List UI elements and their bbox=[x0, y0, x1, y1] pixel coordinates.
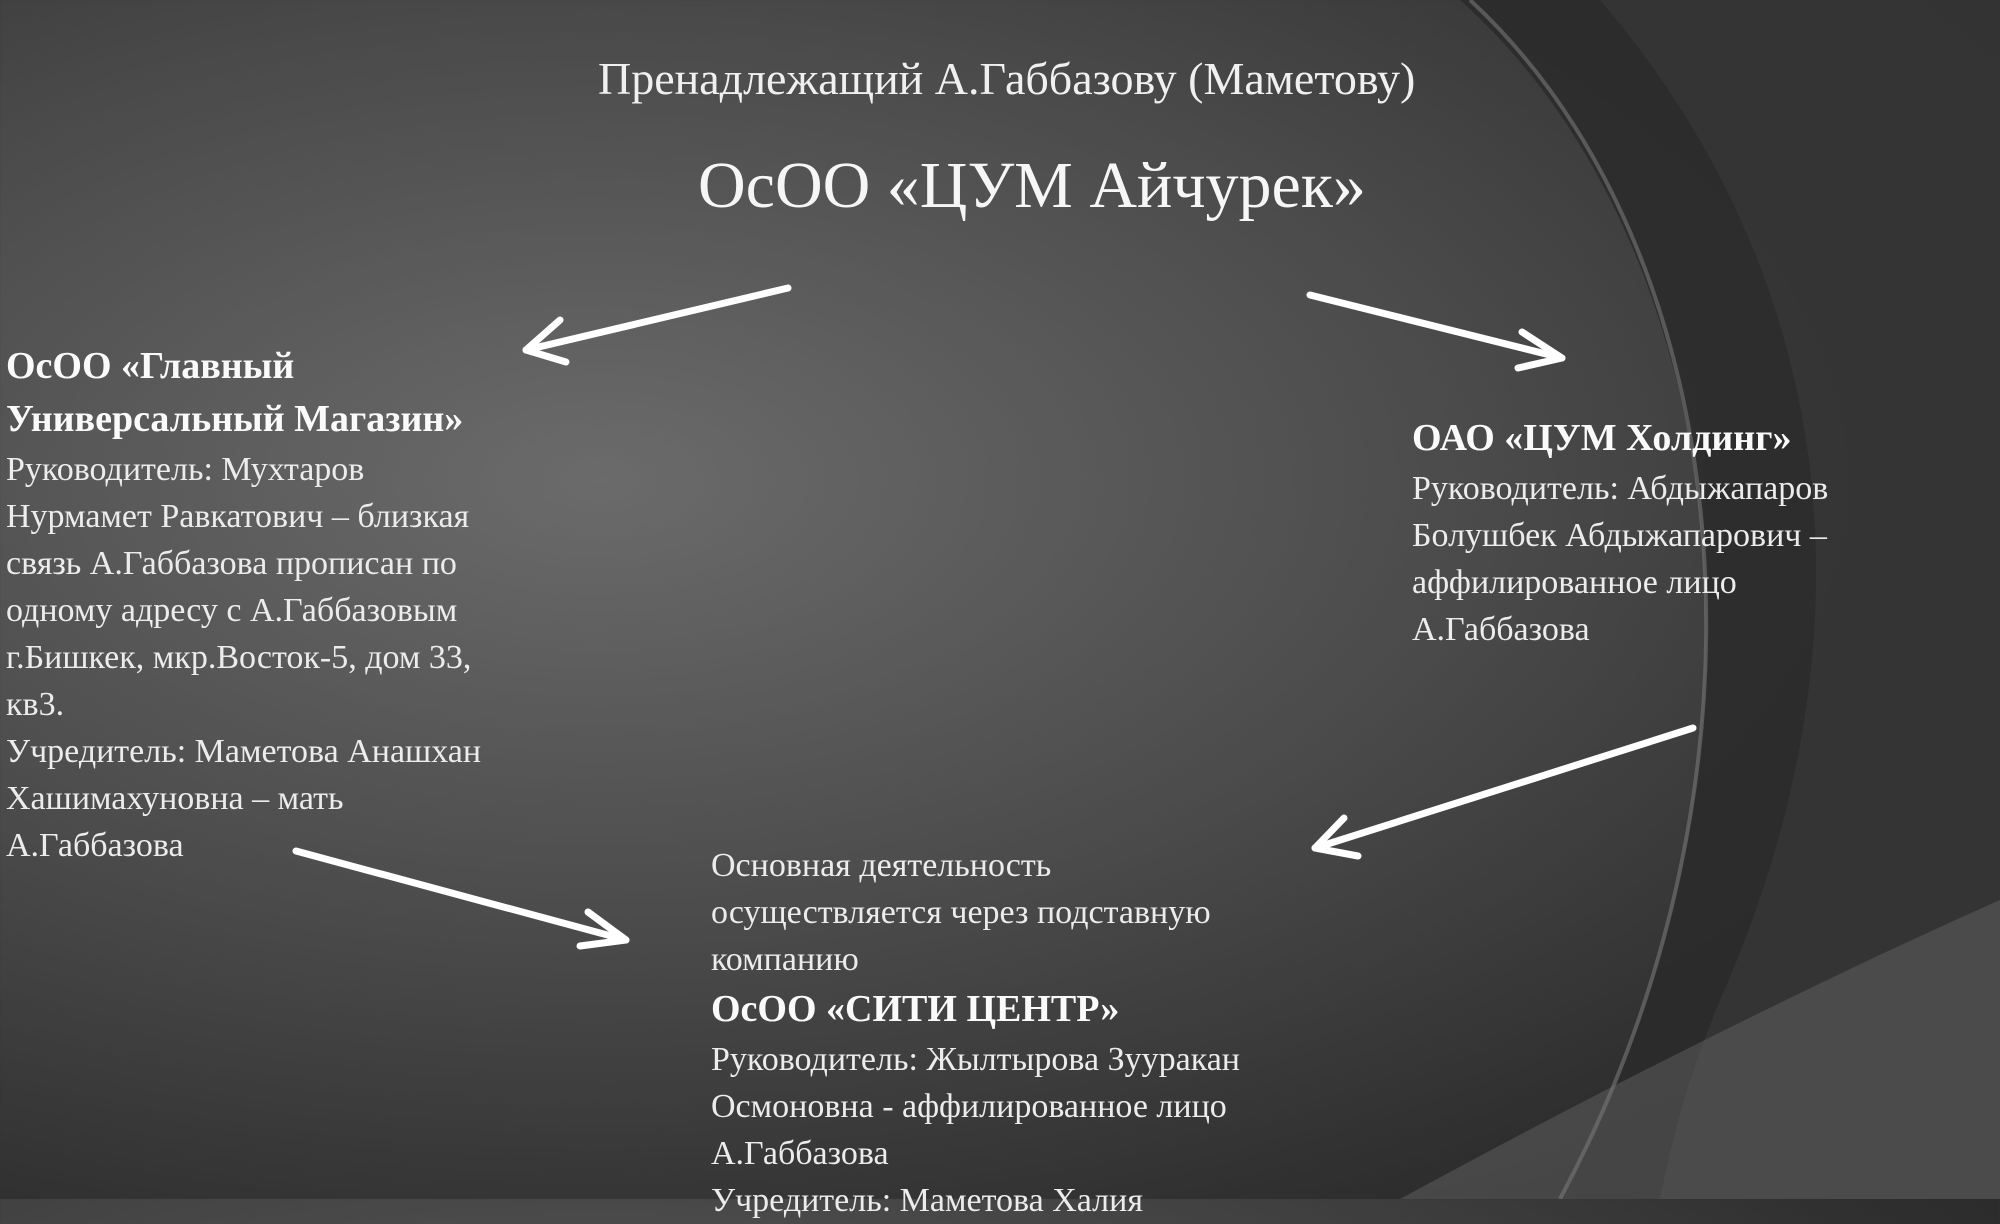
right-line: Болушбек Абдыжапарович – bbox=[1412, 517, 1827, 554]
arrow-left-to-bottom bbox=[292, 847, 630, 950]
left-line: кв3. bbox=[6, 686, 65, 723]
main-company-title: ОсОО «ЦУМ Айчурек» bbox=[698, 149, 1366, 222]
right-line: Руководитель: Абдыжапаров bbox=[1412, 470, 1829, 507]
arrow-main-to-right bbox=[1306, 291, 1566, 372]
left-line: Руководитель: Мухтаров bbox=[6, 451, 365, 488]
owner-line: Пренадлежащий А.Габбазову (Маметову) bbox=[598, 53, 1416, 104]
left-line: одному адресу с А.Габбазовым bbox=[6, 592, 458, 629]
left-line: г.Бишкек, мкр.Восток-5, дом 33, bbox=[6, 639, 472, 676]
background-arcs bbox=[1400, 0, 2000, 1199]
right-line: А.Габбазова bbox=[1412, 611, 1590, 648]
right-company-block: ОАО «ЦУМ Холдинг» Руководитель: Абдыжапа… bbox=[1412, 412, 1828, 653]
bottom-line: А.Габбазова bbox=[711, 1135, 889, 1172]
arrow-right-to-bottom bbox=[1311, 724, 1697, 860]
left-company-title-1: ОсОО «Главный bbox=[6, 345, 295, 387]
bottom-intro-line: Основная деятельность bbox=[711, 847, 1052, 884]
left-line: А.Габбазова bbox=[6, 827, 184, 864]
bottom-intro-line: компанию bbox=[711, 941, 859, 978]
left-line: Учредитель: Маметова Анашхан bbox=[6, 733, 482, 770]
right-company-title: ОАО «ЦУМ Холдинг» bbox=[1412, 417, 1792, 459]
bottom-company-title: ОсОО «СИТИ ЦЕНТР» bbox=[711, 988, 1120, 1030]
bottom-intro-line: осуществляется через подставную bbox=[711, 894, 1211, 931]
left-line: Хашимахуновна – мать bbox=[6, 780, 344, 817]
arrow-main-to-left bbox=[522, 284, 792, 366]
left-line: Нурмамет Равкатович – близкая bbox=[6, 498, 470, 535]
right-line: аффилированное лицо bbox=[1412, 564, 1737, 601]
bottom-line: Руководитель: Жылтырова Зууракан bbox=[711, 1041, 1240, 1078]
bottom-company-block: Основная деятельность осуществляется чер… bbox=[711, 842, 1240, 1224]
bottom-line: Осмоновна - аффилированное лицо bbox=[711, 1088, 1227, 1125]
left-company-title-2: Универсальный Магазин» bbox=[6, 398, 464, 440]
left-company-block: ОсОО «Главный Универсальный Магазин» Рук… bbox=[6, 340, 481, 869]
left-line: связь А.Габбазова прописан по bbox=[6, 545, 457, 582]
connector-arrows bbox=[0, 0, 2000, 1199]
